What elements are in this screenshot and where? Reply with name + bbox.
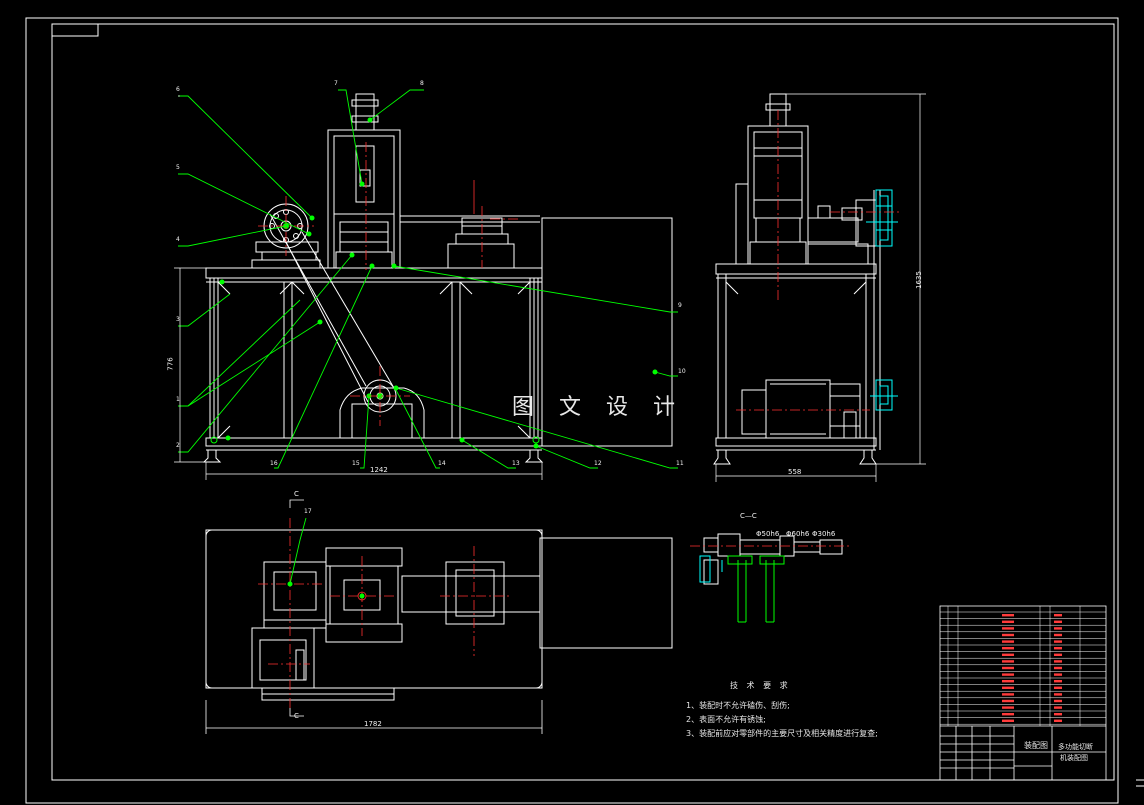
part-number-5: 5 [176, 164, 180, 171]
part-number-8: 8 [420, 80, 424, 87]
dimension-side-height: 1635 [914, 271, 923, 289]
bom-cell-mark [1002, 660, 1014, 663]
part-number-14: 14 [438, 460, 446, 467]
bom-cell-mark [1002, 614, 1014, 617]
part-number-16: 16 [270, 460, 278, 467]
part-number-2: 2 [176, 442, 180, 449]
front-view-leaders [178, 89, 678, 469]
section-mark-bottom: C [294, 712, 299, 720]
title-block-name-line1: 多功能切断 [1058, 743, 1093, 751]
dimension-side-width: 558 [788, 468, 802, 476]
title-block-drawing-type: 装配图 [1024, 741, 1048, 750]
part-number-13: 13 [512, 460, 520, 467]
section-label: C—C [740, 512, 757, 520]
section-cc [690, 533, 852, 623]
plan-view [205, 529, 673, 701]
bom-cell-mark [1054, 719, 1062, 722]
plan-view-accents [287, 517, 367, 601]
watermark-text: 图 文 设 计 [512, 395, 684, 420]
front-view-dimensions [174, 95, 543, 480]
dimension-fit-1: Φ50h6 [756, 530, 780, 538]
bom-cell-mark [1002, 680, 1014, 683]
technical-requirement-1: 1、装配时不允许磕伤、刮伤; [686, 701, 790, 710]
bom-cell-mark [1054, 614, 1062, 617]
bom-cell-mark [1002, 706, 1014, 709]
bom-cell-mark [1002, 653, 1014, 656]
front-view-centerlines [258, 142, 520, 426]
bom-table-rows [940, 606, 1106, 726]
bom-cell-mark [1002, 673, 1014, 676]
side-view-centerlines [736, 110, 900, 411]
bom-cell-mark [1002, 699, 1014, 703]
bom-cell-mark [1002, 647, 1014, 650]
dimension-fit-2: Φ60h6 [786, 530, 810, 538]
bom-cell-mark [1002, 620, 1014, 623]
bom-cell-mark [1054, 620, 1062, 623]
title-block [939, 605, 1107, 781]
part-number-15: 15 [352, 460, 360, 467]
bom-cell-mark [1054, 680, 1062, 683]
front-view [202, 93, 673, 463]
bom-cell-mark [1054, 686, 1062, 689]
bom-cell-mark [1054, 706, 1062, 709]
technical-requirement-2: 2、表面不允许有锈蚀; [686, 715, 766, 724]
plan-view-section-marks [205, 499, 543, 734]
sheet-border [25, 17, 1144, 804]
bom-cell-mark [1054, 673, 1062, 676]
bom-cell-mark [1054, 653, 1062, 656]
bom-table-marks [1002, 614, 1062, 722]
bom-cell-mark [1002, 713, 1014, 716]
bom-cell-mark [1054, 713, 1062, 716]
part-number-6: 6 [176, 86, 180, 93]
part-number-1: 1 [176, 396, 180, 403]
bom-cell-mark [1054, 627, 1062, 630]
part-number-12: 12 [594, 460, 602, 467]
title-block-name-line2: 机装配图 [1060, 754, 1088, 762]
bom-cell-mark [1054, 647, 1062, 650]
bom-cell-mark [1002, 719, 1014, 722]
section-mark-top: C [294, 490, 299, 498]
part-number-11: 11 [676, 460, 684, 467]
bom-cell-mark [1054, 640, 1062, 643]
dimension-plan-width: 1782 [364, 720, 382, 728]
bom-cell-mark [1054, 666, 1062, 670]
bom-cell-mark [1054, 660, 1062, 663]
technical-requirements-title: 技 术 要 求 [730, 681, 791, 690]
plan-view-centerlines [258, 518, 512, 710]
bom-cell-mark [1002, 666, 1014, 670]
part-number-9: 9 [678, 302, 682, 309]
bom-cell-mark [1002, 627, 1014, 630]
part-number-17: 17 [304, 508, 312, 515]
bom-cell-mark [1054, 693, 1062, 696]
part-number-3: 3 [176, 316, 180, 323]
side-view-dimensions [715, 93, 926, 482]
bom-cell-mark [1054, 633, 1062, 637]
part-number-4: 4 [176, 236, 180, 243]
bom-cell-mark [1002, 686, 1014, 689]
part-number-10: 10 [678, 368, 686, 375]
bom-cell-mark [1002, 693, 1014, 696]
dimension-front-height: 776 [166, 357, 175, 371]
side-view-cyan-parts [866, 189, 898, 411]
bom-cell-mark [1054, 699, 1062, 703]
bom-cell-mark [1002, 640, 1014, 643]
dimension-fit-3: Φ30h6 [812, 530, 836, 538]
technical-requirement-3: 3、装配前应对零部件的主要尺寸及相关精度进行复查; [686, 729, 878, 738]
side-view [713, 93, 881, 465]
part-number-7: 7 [334, 80, 338, 87]
dimension-front-width: 1242 [370, 466, 388, 474]
bom-cell-mark [1002, 633, 1014, 637]
